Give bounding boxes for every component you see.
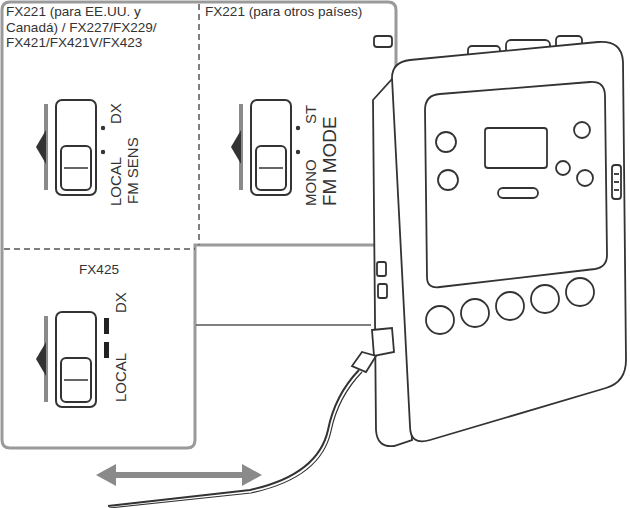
switch-name: FM MODE (320, 116, 339, 206)
switch-position: LOCAL (108, 157, 123, 206)
switch-name: FM SENS (125, 137, 140, 204)
model-panel: FX425DX LOCAL (4, 252, 194, 446)
cassette-player (108, 36, 626, 508)
slide-switch (36, 312, 109, 407)
callout-panel (2, 2, 396, 448)
model-heading: FX425 (4, 262, 194, 278)
model-panel: FX221 (para EE.UU. y Canadá) / FX227/FX2… (4, 4, 195, 244)
movement-arrow (96, 464, 262, 486)
switch-position: LOCAL (113, 353, 128, 402)
switch-position: DX (113, 292, 128, 313)
model-heading: FX221 (para otros países) (205, 4, 385, 20)
model-panel: FX221 (para otros países) ST MONOFM MODE (202, 4, 394, 244)
divider-line (4, 248, 195, 250)
leader-line (196, 324, 371, 326)
divider-line (198, 4, 200, 245)
slide-switch (36, 100, 105, 195)
switch-position: ST (303, 105, 318, 124)
model-heading: FX221 (para EE.UU. y Canadá) / FX227/FX2… (6, 4, 192, 51)
slide-switch (231, 100, 300, 195)
switch-position: MONO (303, 159, 318, 206)
switch-position: DX (108, 103, 123, 124)
